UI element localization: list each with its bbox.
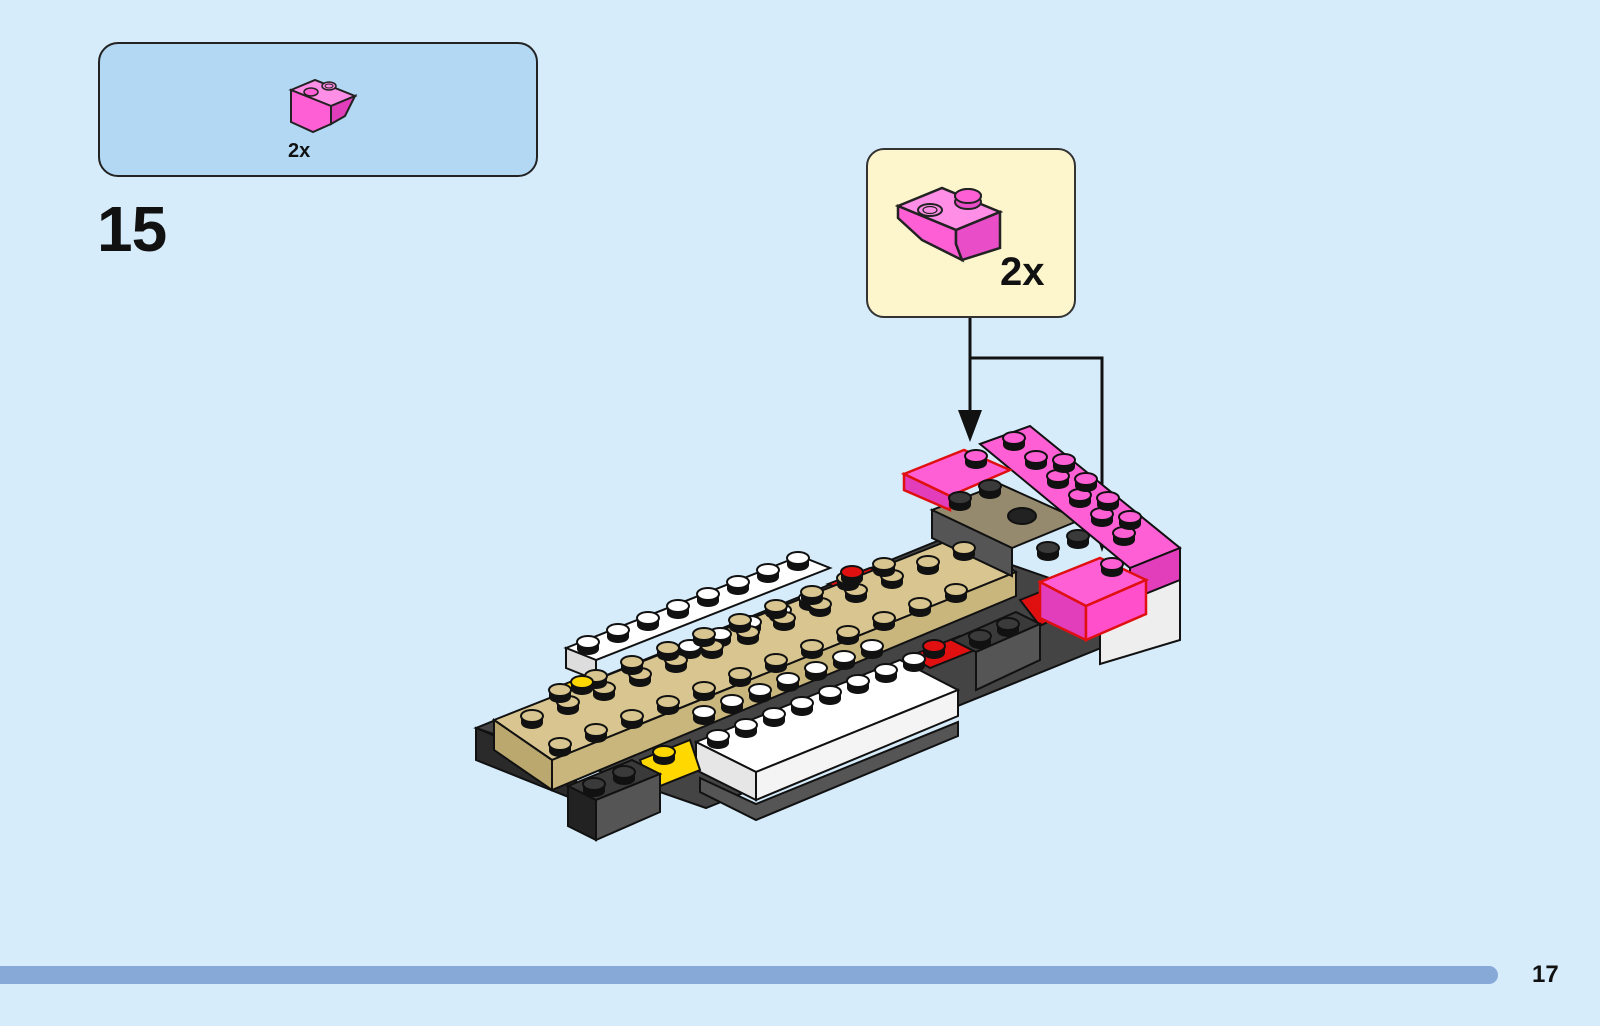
stud — [721, 695, 743, 714]
stud — [571, 676, 593, 695]
stud — [873, 612, 895, 631]
stud — [549, 684, 571, 703]
stud — [819, 686, 841, 705]
stud — [693, 682, 715, 701]
stud — [909, 598, 931, 617]
stud — [801, 586, 823, 605]
stud — [953, 542, 975, 561]
stud — [707, 730, 729, 749]
stud — [735, 719, 757, 738]
stud — [521, 710, 543, 729]
stud — [847, 675, 869, 694]
stud — [777, 673, 799, 692]
stud — [873, 558, 895, 577]
stud — [1053, 454, 1075, 473]
stud — [749, 684, 771, 703]
page-number: 17 — [1532, 961, 1559, 989]
stud — [583, 778, 605, 797]
stud — [585, 724, 607, 743]
stud — [613, 766, 635, 785]
stud — [729, 614, 751, 633]
stud — [841, 566, 863, 585]
stud — [757, 564, 779, 583]
stud — [693, 628, 715, 647]
stud — [1003, 432, 1025, 451]
stud — [965, 450, 987, 469]
progress-bar — [0, 966, 1498, 984]
stud — [903, 653, 925, 672]
stud — [945, 584, 967, 603]
stud — [801, 640, 823, 659]
stud — [923, 640, 945, 659]
stud — [727, 576, 749, 595]
stud — [837, 626, 859, 645]
stud — [667, 600, 689, 619]
stud — [621, 656, 643, 675]
stud — [875, 664, 897, 683]
stud — [637, 612, 659, 631]
stud — [917, 556, 939, 575]
stud — [997, 618, 1019, 637]
stud — [657, 642, 679, 661]
stud — [653, 746, 675, 765]
stud — [729, 668, 751, 687]
stud — [979, 480, 1001, 499]
stud — [787, 552, 809, 571]
stud — [1025, 451, 1047, 470]
stud — [949, 492, 971, 511]
stud — [833, 651, 855, 670]
stud — [607, 624, 629, 643]
stud — [791, 697, 813, 716]
stud — [805, 662, 827, 681]
stud — [969, 630, 991, 649]
vehicle-model-illustration — [0, 0, 1600, 900]
stud — [621, 710, 643, 729]
stud — [1101, 558, 1123, 577]
stud — [1097, 492, 1119, 511]
stud — [1075, 473, 1097, 492]
stud — [765, 600, 787, 619]
stud — [1119, 511, 1141, 530]
stud — [1067, 530, 1089, 549]
stud — [765, 654, 787, 673]
stud — [763, 708, 785, 727]
stud — [1037, 542, 1059, 561]
stud — [697, 588, 719, 607]
stud — [657, 696, 679, 715]
stud — [549, 738, 571, 757]
stud — [577, 636, 599, 655]
stud — [693, 706, 715, 725]
stud — [861, 640, 883, 659]
